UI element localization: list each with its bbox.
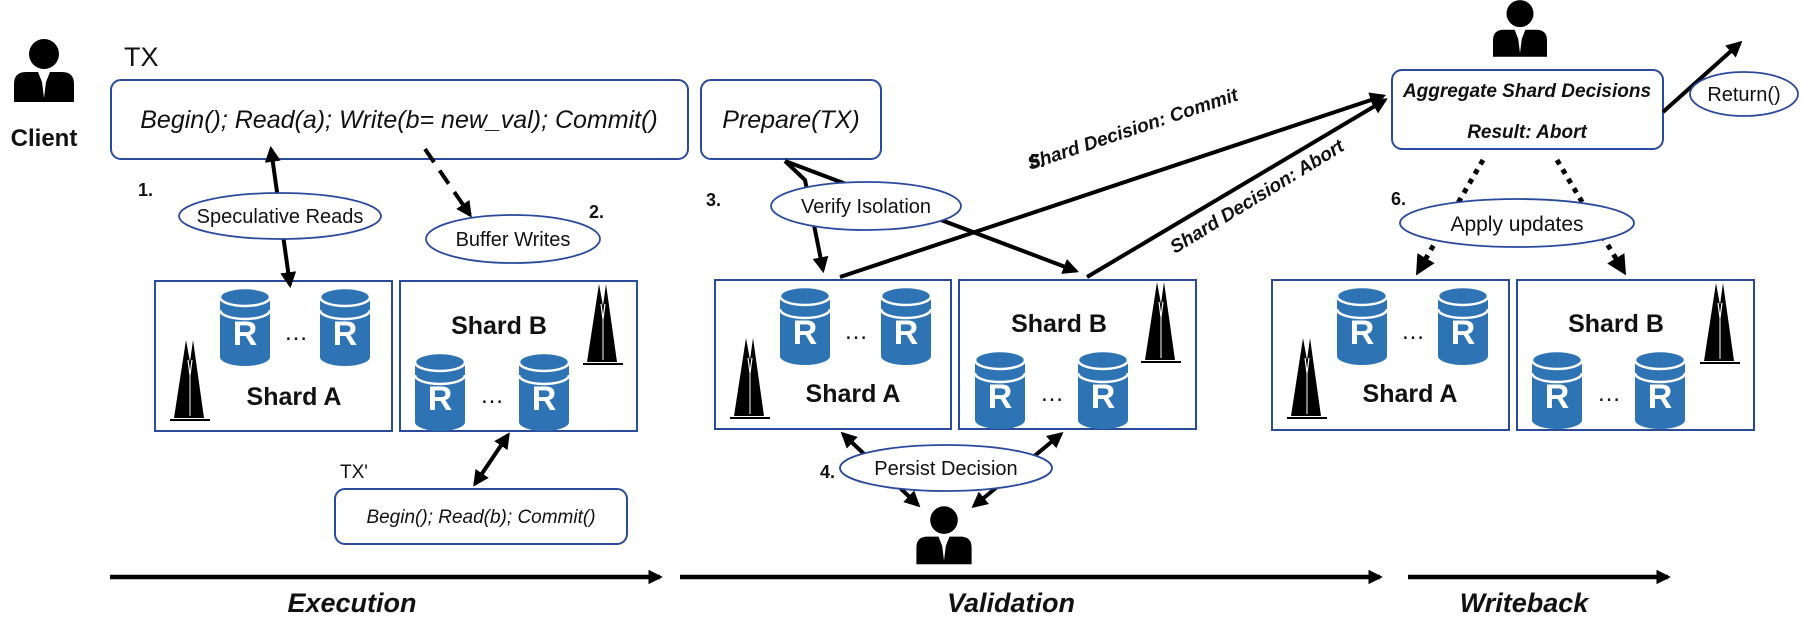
- step5-num: 5.: [1030, 151, 1045, 171]
- val-shard-b-label: Shard B: [1011, 310, 1107, 338]
- verify-shard-a-arrow: [783, 159, 829, 274]
- step4-label: Persist Decision: [874, 458, 1017, 480]
- replica-label: R: [793, 314, 818, 352]
- tx-prime-label: TX': [340, 462, 368, 483]
- step1-ellipse: [178, 192, 382, 240]
- client-person-icon: [14, 39, 74, 102]
- buffer-writes-arrow: [423, 147, 472, 218]
- replica-label: R: [894, 314, 919, 352]
- step5-abort-label: Shard Decision: Abort: [1167, 136, 1349, 259]
- phase-validation-label: Validation: [947, 588, 1075, 618]
- shard-a-commit-arrow: [839, 92, 1387, 279]
- replica-label: R: [1091, 378, 1116, 416]
- replica-label: R: [988, 378, 1013, 416]
- replica-label: R: [333, 315, 358, 353]
- step5-commit-label: Shard Decision: Commit: [1025, 85, 1242, 175]
- step2-num: 2.: [589, 202, 604, 222]
- step6-num: 6.: [1391, 189, 1406, 209]
- tx-prime-ops: Begin(); Read(b); Commit(): [366, 507, 595, 528]
- exec-shard-a-label: Shard A: [247, 383, 342, 411]
- phase-writeback-label: Writeback: [1460, 588, 1591, 618]
- phase-execution-label: Execution: [287, 588, 416, 618]
- replica-ellipsis: …: [284, 319, 308, 346]
- return-label: Return(): [1707, 84, 1780, 106]
- step1-label: Speculative Reads: [197, 206, 364, 228]
- replica-label: R: [1451, 314, 1476, 352]
- step3-label: Verify Isolation: [801, 196, 931, 218]
- step3-ellipse: [770, 181, 962, 231]
- exec-shard-b-label: Shard B: [451, 312, 547, 340]
- replica-ellipsis: …: [844, 318, 868, 345]
- step2-label: Buffer Writes: [456, 229, 571, 251]
- replica-ellipsis: …: [1597, 380, 1621, 407]
- step1-num: 1.: [138, 180, 153, 200]
- prepare-box: [700, 79, 882, 160]
- replica-label: R: [1350, 314, 1375, 352]
- replica-label: R: [1545, 378, 1570, 416]
- tx-prime-read-arrow: [473, 432, 510, 487]
- wb-shard-a-label: Shard A: [1363, 380, 1458, 408]
- step6-label: Apply updates: [1450, 213, 1583, 236]
- replica-ellipsis: …: [1040, 380, 1064, 407]
- step2-ellipse: [425, 214, 601, 264]
- replica-ellipsis: …: [1401, 318, 1425, 345]
- tx-ops: Begin(); Read(a); Write(b= new_val); Com…: [140, 106, 658, 134]
- replica-label: R: [1648, 378, 1673, 416]
- step4-num: 4.: [820, 462, 835, 482]
- replica-label: R: [532, 380, 557, 418]
- coordinator-person-icon: [1493, 0, 1547, 57]
- return-arrow: [1661, 40, 1743, 114]
- step4-ellipse: [839, 444, 1053, 492]
- shard-b-abort-arrow: [1085, 98, 1388, 279]
- tx-box: [110, 79, 689, 160]
- return-ellipse: [1689, 71, 1799, 117]
- step3-num: 3.: [706, 190, 721, 210]
- client-label: Client: [11, 125, 78, 152]
- replica-label: R: [428, 380, 453, 418]
- log-person-icon: [916, 506, 972, 565]
- wb-shard-b-label: Shard B: [1568, 310, 1664, 338]
- replica-ellipsis: …: [480, 382, 504, 409]
- aggregate-result: Result: Abort: [1467, 122, 1587, 143]
- aggregate-title: Aggregate Shard Decisions: [1402, 81, 1651, 102]
- step6-ellipse: [1399, 198, 1635, 248]
- val-shard-a-label: Shard A: [806, 380, 901, 408]
- replica-label: R: [233, 315, 258, 353]
- tx-label: TX: [124, 42, 159, 72]
- prepare-label: Prepare(TX): [722, 106, 860, 134]
- tx-prime-box: [334, 488, 628, 545]
